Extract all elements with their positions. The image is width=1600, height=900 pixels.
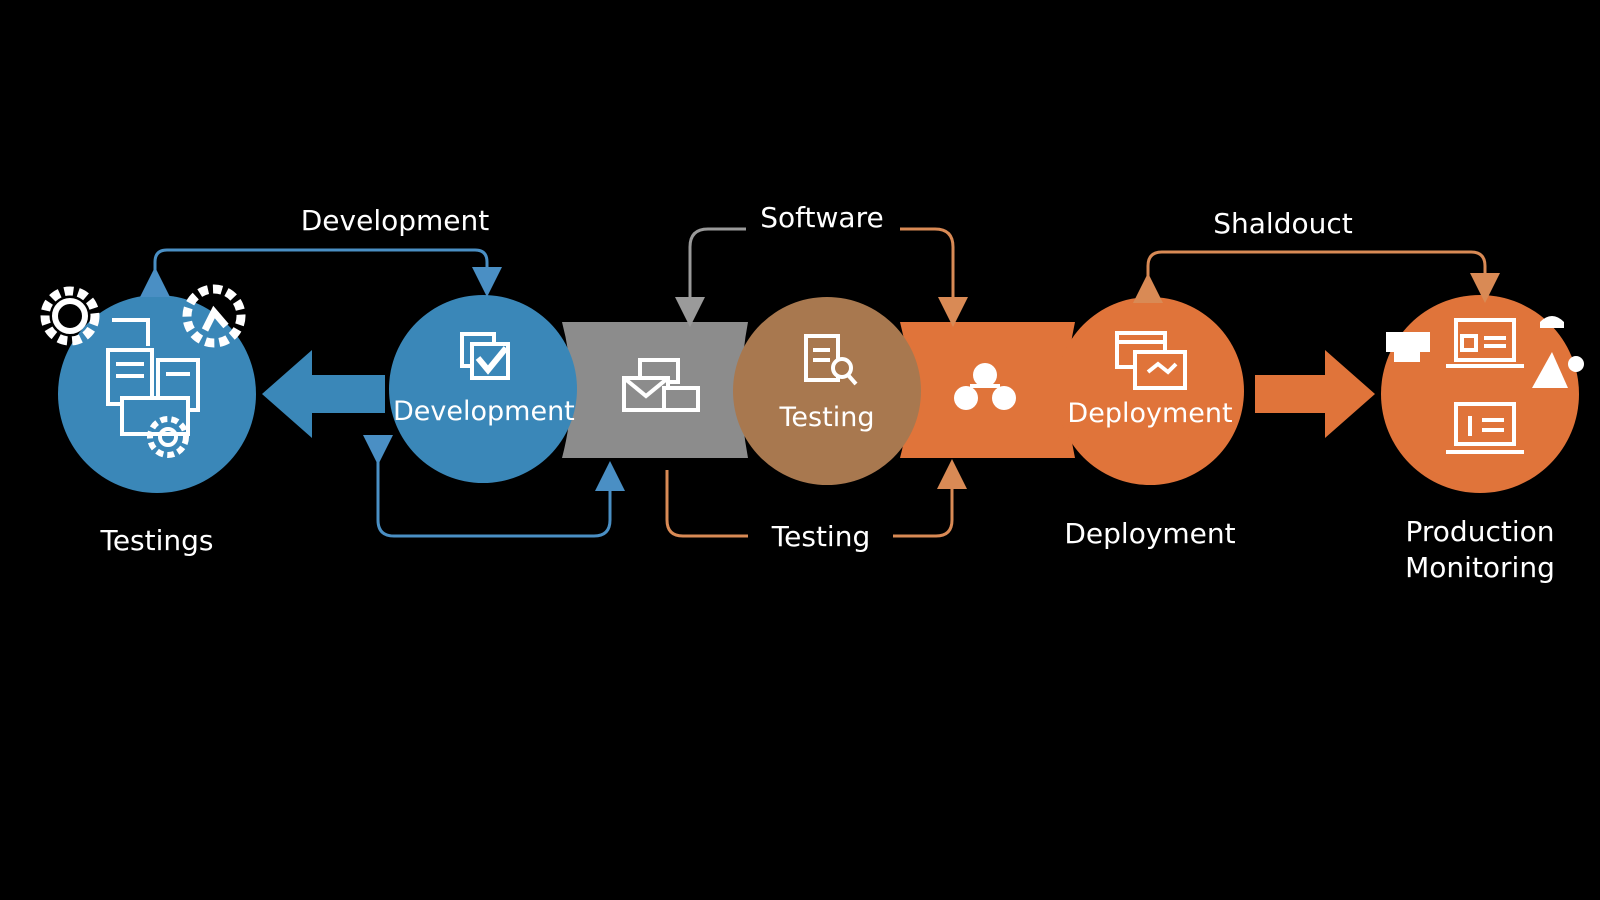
top-left-loop-arrow	[140, 248, 502, 297]
node-label-deployment: Deployment	[1067, 398, 1233, 429]
label-testing-bottom: Testing	[771, 520, 871, 553]
bottom-left-loop-arrow	[363, 435, 625, 538]
node-label-development: Development	[393, 396, 575, 427]
browser-windows-icon	[1115, 331, 1187, 390]
label-production: Production	[1405, 515, 1555, 548]
documents-icon	[106, 348, 200, 436]
top-middle-left-arrow	[675, 227, 746, 327]
bottom-middle-right-arrow	[893, 459, 967, 538]
label-shaldouct-top: Shaldouct	[1213, 207, 1353, 240]
gear-icon	[147, 416, 189, 458]
label-deployment-bottom: Deployment	[1064, 517, 1236, 550]
label-monitoring: Monitoring	[1405, 551, 1555, 584]
refresh-gear-icon	[182, 284, 246, 348]
development-node	[389, 295, 577, 483]
label-testings: Testings	[100, 524, 214, 557]
checklist-icon	[460, 332, 510, 380]
flow-arrow-icon	[112, 318, 150, 346]
label-software-top: Software	[760, 201, 884, 234]
bottom-middle-left-line	[665, 470, 748, 538]
orange-connector	[900, 322, 1075, 458]
production-node	[1381, 295, 1579, 493]
user-avatar-icon	[1386, 316, 1584, 388]
network-coins-icon	[954, 363, 1016, 410]
top-right-loop-arrow	[1133, 250, 1500, 303]
right-arrow	[1255, 350, 1375, 438]
left-arrow	[262, 350, 385, 438]
testing-node	[733, 297, 921, 485]
node-label-testing: Testing	[779, 402, 875, 433]
gear-icon	[40, 286, 100, 346]
laptop-icon	[1446, 318, 1524, 368]
document-magnifier-icon	[804, 334, 858, 386]
deployment-node	[1056, 297, 1244, 485]
mail-stack-icon	[622, 358, 700, 412]
label-development-top: Development	[300, 204, 490, 237]
dashboard-icon	[1446, 402, 1524, 454]
top-middle-right-arrow	[900, 227, 968, 327]
